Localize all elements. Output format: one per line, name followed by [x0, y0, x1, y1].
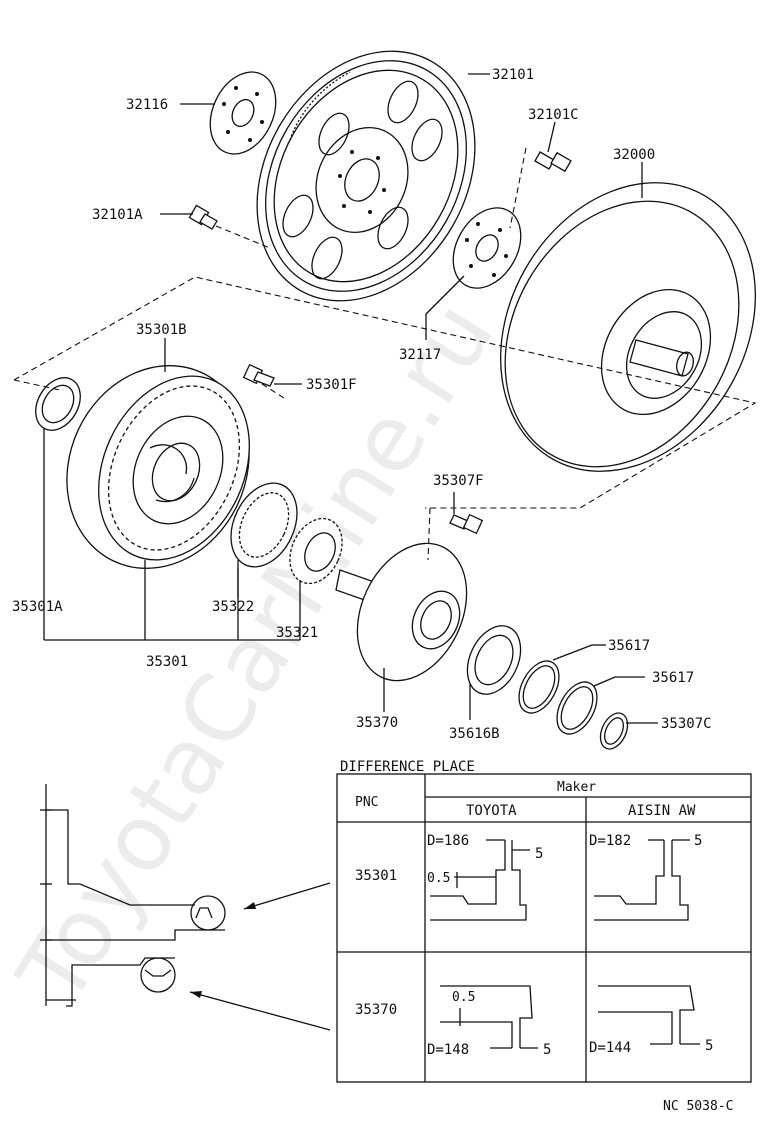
seal-ring-35617-a — [518, 660, 560, 714]
row1-toyota-profile — [430, 839, 530, 921]
header-pnc: PNC — [355, 795, 378, 810]
o-ring-35307C — [599, 712, 629, 750]
bolt-32101A — [188, 204, 218, 230]
table-title: DIFFERENCE PLACE — [340, 759, 475, 775]
row1-toyota-dim: 5 — [535, 846, 543, 862]
seal-ring-35617-b — [556, 681, 598, 735]
label-32117: 32117 — [399, 347, 441, 363]
drive-gear-35321 — [289, 517, 343, 585]
leader-lines — [43, 73, 658, 724]
thrust-washer-35616B — [466, 625, 522, 695]
label-35617-b: 35617 — [652, 670, 694, 686]
row2-aisin-dim: 5 — [705, 1038, 713, 1054]
label-35301: 35301 — [146, 654, 188, 670]
row2-pnc: 35370 — [355, 1002, 397, 1018]
row1-toyota-d: D=186 — [427, 833, 469, 849]
row1-aisin-profile — [594, 839, 690, 921]
header-maker: Maker — [557, 780, 596, 795]
torque-converter-32000 — [499, 182, 757, 472]
assembly-dashed-lines — [13, 147, 757, 561]
bolt-32101C — [534, 151, 572, 173]
row1-aisin-d: D=182 — [589, 833, 631, 849]
label-35617-a: 35617 — [608, 638, 650, 654]
row2-toyota-d: D=148 — [427, 1042, 469, 1058]
row2-toyota-dim: 5 — [543, 1042, 551, 1058]
label-32000: 32000 — [613, 147, 655, 163]
label-35301A: 35301A — [12, 599, 63, 615]
header-aisin: AISIN AW — [628, 803, 696, 819]
row2-aisin-profile — [598, 985, 700, 1045]
row1-toyota-offset: 0.5 — [427, 871, 450, 886]
stator-shaft-35370 — [335, 542, 468, 682]
label-35301B: 35301B — [136, 322, 187, 338]
flywheel-32101 — [256, 50, 476, 302]
plate-32117 — [452, 207, 522, 289]
label-35616B: 35616B — [449, 726, 500, 742]
oil-seal-35301A — [35, 377, 81, 431]
bolt-35301F — [242, 363, 275, 387]
pump-body-35301B — [66, 365, 250, 569]
header-toyota: TOYOTA — [466, 803, 517, 819]
driven-gear-35322 — [230, 482, 298, 568]
label-32101C: 32101C — [528, 107, 579, 123]
bolt-35307F — [449, 513, 484, 535]
label-32116: 32116 — [126, 97, 168, 113]
label-35370: 35370 — [356, 715, 398, 731]
plate-32116 — [209, 71, 277, 155]
row1-aisin-dim: 5 — [694, 833, 702, 849]
label-35322: 35322 — [212, 599, 254, 615]
cross-section-sketch — [40, 784, 331, 1031]
row2-toyota-offset: 0.5 — [452, 990, 475, 1005]
label-32101: 32101 — [492, 67, 534, 83]
label-35307F: 35307F — [433, 473, 484, 489]
row2-toyota-profile — [440, 985, 538, 1049]
row1-pnc: 35301 — [355, 868, 397, 884]
difference-table: DIFFERENCE PLACE Maker PNC TOYOTA AISIN … — [336, 759, 752, 1083]
label-35301F: 35301F — [306, 377, 357, 393]
row2-aisin-d: D=144 — [589, 1040, 631, 1056]
label-35307C: 35307C — [661, 716, 712, 732]
label-32101A: 32101A — [92, 207, 143, 223]
label-35321: 35321 — [276, 625, 318, 641]
footer-code: NC 5038-C — [663, 1099, 733, 1114]
